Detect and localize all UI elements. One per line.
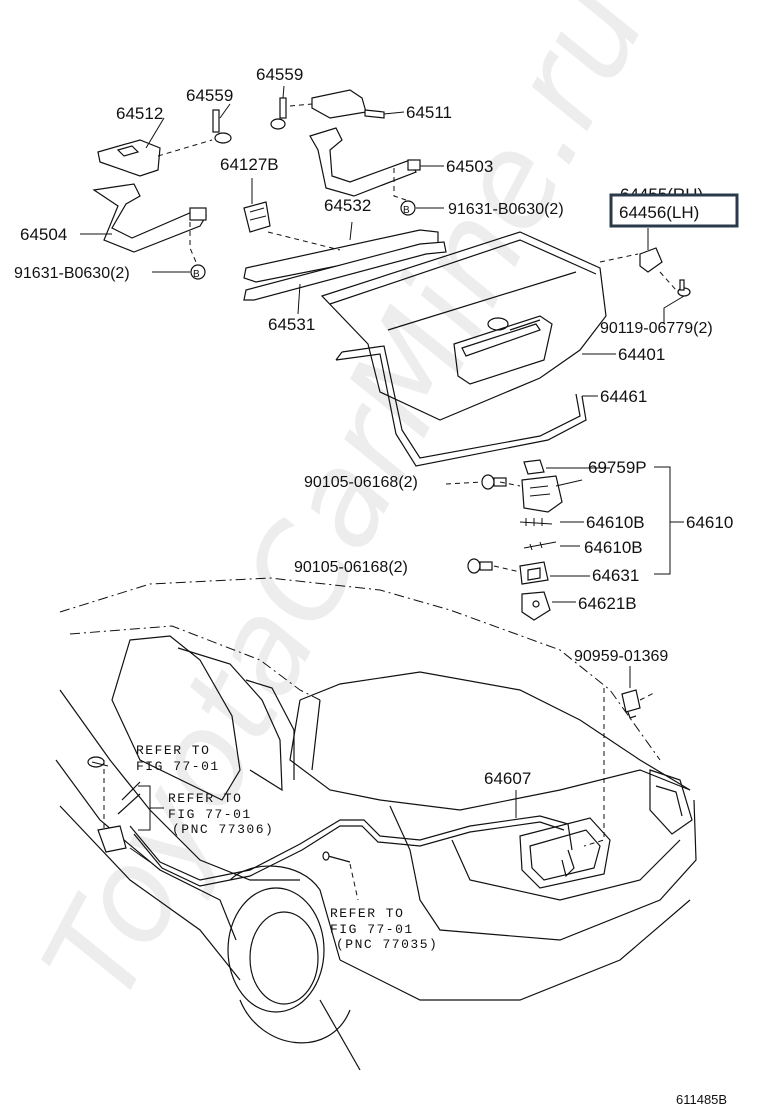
label-64532: 64532 bbox=[324, 196, 371, 215]
label-64607: 64607 bbox=[484, 769, 531, 788]
svg-text:REFER TO: REFER TO bbox=[136, 743, 210, 758]
label-64559-left: 64559 bbox=[186, 86, 233, 105]
lock-69759P bbox=[523, 459, 545, 475]
label-64631: 64631 bbox=[592, 566, 639, 585]
bolt-64559-left bbox=[212, 109, 232, 144]
label-64503: 64503 bbox=[446, 157, 493, 176]
label-64610B-lower: 64610B bbox=[584, 538, 643, 557]
refer-note-2: REFER TO FIG 77-01 (PNC 77306) bbox=[168, 791, 274, 837]
label-64610B-upper: 64610B bbox=[586, 513, 645, 532]
clip-90959 bbox=[621, 689, 641, 719]
svg-text:REFER TO: REFER TO bbox=[168, 791, 242, 806]
svg-text:B: B bbox=[193, 269, 200, 280]
svg-text:FIG 77-01: FIG 77-01 bbox=[136, 759, 220, 774]
svg-text:FIG 77-01: FIG 77-01 bbox=[330, 922, 414, 937]
refer-note-1: REFER TO FIG 77-01 bbox=[136, 743, 220, 774]
bolt-marker-right: B bbox=[400, 200, 416, 216]
screw-90105-lower bbox=[467, 558, 493, 574]
label-90959: 90959-01369 bbox=[574, 648, 668, 665]
label-64401: 64401 bbox=[618, 345, 665, 364]
svg-text:(PNC 77306): (PNC 77306) bbox=[172, 822, 274, 837]
svg-text:(PNC 77035): (PNC 77035) bbox=[336, 937, 438, 952]
label-90119: 90119-06779(2) bbox=[600, 320, 713, 337]
cushion-64456 bbox=[639, 247, 663, 273]
refer-note-3: REFER TO FIG 77-01 (PNC 77035) bbox=[330, 906, 438, 952]
label-64461: 64461 bbox=[600, 387, 647, 406]
trunk-lid-64401 bbox=[320, 231, 607, 421]
lock-assembly-64610 bbox=[521, 475, 583, 513]
weatherstrip-64461 bbox=[335, 345, 587, 467]
svg-text:FIG 77-01: FIG 77-01 bbox=[168, 807, 252, 822]
label-64610: 64610 bbox=[686, 513, 733, 532]
label-64511: 64511 bbox=[406, 103, 452, 122]
label-90105-upper: 90105-06168(2) bbox=[304, 474, 418, 491]
highlight-box-64456 bbox=[609, 193, 739, 228]
hinge-arm-64503 bbox=[309, 127, 421, 197]
hinge-64512 bbox=[97, 139, 161, 177]
rod-64610B-lower bbox=[523, 541, 557, 551]
label-64456: 64456(LH) bbox=[619, 203, 699, 222]
label-64512: 64512 bbox=[116, 104, 163, 123]
rod-64610B-upper bbox=[519, 518, 553, 526]
hinge-arm-64504 bbox=[92, 183, 207, 253]
torsion-bar-64531 bbox=[243, 241, 447, 301]
label-69759P: 69759P bbox=[588, 458, 647, 477]
figure-id: 611485B bbox=[676, 1092, 727, 1107]
stopper-64127B bbox=[243, 201, 271, 233]
label-91631-lower: 91631-B0630(2) bbox=[14, 265, 130, 282]
label-64127B: 64127B bbox=[220, 155, 279, 174]
label-64621B: 64621B bbox=[578, 594, 637, 613]
svg-text:REFER TO: REFER TO bbox=[330, 906, 404, 921]
refer-part-3 bbox=[322, 851, 351, 863]
bracket-64621B bbox=[521, 591, 551, 621]
hinge-64511 bbox=[311, 89, 385, 119]
screw-90119 bbox=[677, 279, 691, 297]
label-64531: 64531 bbox=[268, 315, 315, 334]
car-body bbox=[55, 577, 697, 1071]
striker-64631 bbox=[519, 561, 549, 585]
label-64504: 64504 bbox=[20, 225, 67, 244]
bolt-marker-left: B bbox=[190, 264, 206, 280]
svg-text:B: B bbox=[403, 205, 410, 216]
refer-part-2 bbox=[97, 781, 151, 863]
opener-cable-64607 bbox=[129, 815, 573, 881]
label-90105-lower: 90105-06168(2) bbox=[294, 559, 408, 576]
label-91631-upper: 91631-B0630(2) bbox=[448, 201, 564, 218]
refer-part-1 bbox=[87, 756, 109, 768]
label-64559-top: 64559 bbox=[256, 65, 303, 84]
bolt-64559-top bbox=[270, 97, 287, 130]
